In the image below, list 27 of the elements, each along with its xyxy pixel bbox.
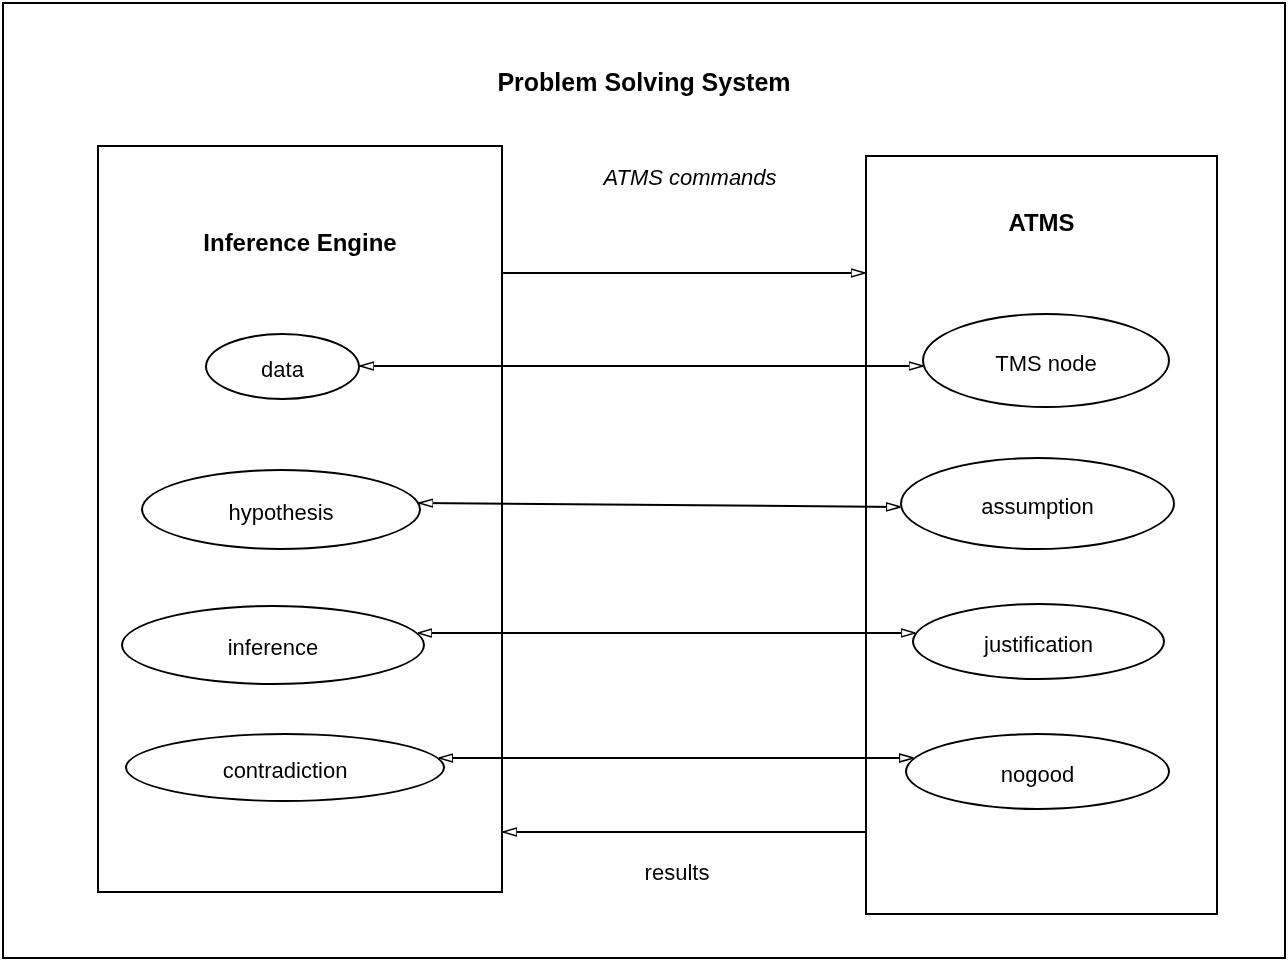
box-title: ATMS (1007, 209, 1076, 237)
ellipse-label: hypothesis (228, 499, 334, 526)
component-box (865, 155, 1218, 915)
concept-ellipse (121, 605, 425, 685)
ellipse-label: justification (984, 631, 1093, 658)
box-title: Inference Engine (202, 229, 398, 257)
arrow (417, 628, 917, 638)
arrow (502, 827, 866, 837)
concept-ellipse (141, 469, 421, 550)
concept-ellipse (205, 333, 360, 400)
component-box (97, 145, 503, 893)
arrow (437, 753, 915, 763)
ellipse-label: data (261, 356, 304, 383)
arrow (418, 498, 902, 512)
ellipse-label: inference (227, 635, 319, 661)
ellipse-label: assumption (981, 493, 1094, 520)
frame-title: Problem Solving System (496, 68, 792, 97)
arrow (359, 361, 924, 371)
ellipse-label: nogood (1000, 761, 1075, 788)
ellipse-label: TMS node (995, 350, 1097, 377)
concept-ellipse (905, 733, 1170, 810)
concept-ellipse (912, 603, 1165, 680)
concept-ellipse (900, 457, 1175, 550)
ellipse-label: contradiction (222, 757, 348, 784)
concept-ellipse (125, 733, 445, 802)
concept-ellipse (922, 313, 1170, 408)
arrow (502, 268, 866, 278)
